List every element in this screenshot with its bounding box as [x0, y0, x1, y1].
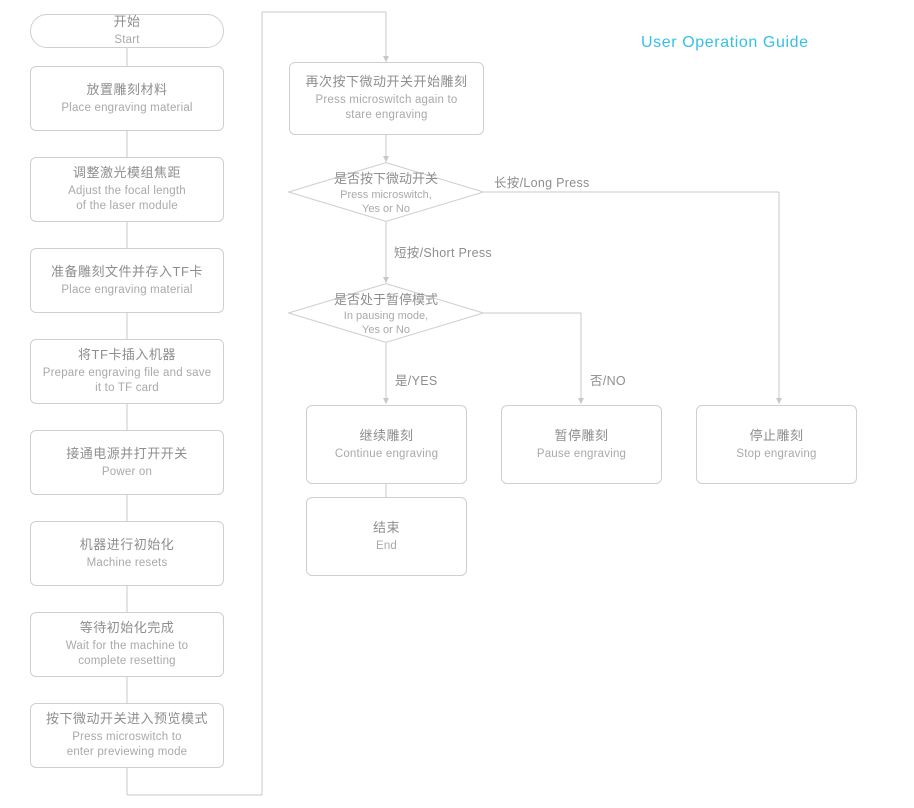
edge-label-short-press: 短按/Short Press — [394, 246, 492, 260]
node-label-en: End — [375, 539, 398, 552]
node-place-material[interactable]: 放置雕刻材料 Place engraving material — [30, 66, 224, 131]
node-label-en: Prepare engraving file and save it to TF… — [42, 366, 212, 395]
node-label-cn: 准备雕刻文件并存入TF卡 — [51, 263, 203, 279]
node-label-cn: 机器进行初始化 — [79, 536, 175, 552]
node-stop-engraving[interactable]: 停止雕刻 Stop engraving — [696, 405, 857, 484]
node-label-cn: 等待初始化完成 — [79, 620, 175, 636]
node-label-cn: 继续雕刻 — [359, 427, 414, 443]
node-label-en: Adjust the focal length of the laser mod… — [68, 184, 186, 213]
decision-label-en: Press microswitch, Yes or No — [340, 188, 432, 215]
node-label-cn: 放置雕刻材料 — [86, 81, 168, 97]
node-label-cn: 将TF卡插入机器 — [78, 347, 176, 363]
node-start-engraving[interactable]: 再次按下微动开关开始雕刻 Press microswitch again to … — [289, 62, 484, 135]
node-wait-reset-complete[interactable]: 等待初始化完成 Wait for the machine to complete… — [30, 612, 224, 677]
edge-label-no: 否/NO — [590, 374, 626, 388]
node-label-en: Continue engraving — [334, 447, 439, 460]
node-power-on[interactable]: 接通电源并打开开关 Power on — [30, 430, 224, 495]
node-label-en: Stop engraving — [736, 447, 817, 460]
node-enter-preview-mode[interactable]: 按下微动开关进入预览模式 Press microswitch to enter … — [30, 703, 224, 768]
node-end[interactable]: 结束 End — [306, 497, 467, 576]
node-label-en: Power on — [101, 465, 153, 478]
node-continue-engraving[interactable]: 继续雕刻 Continue engraving — [306, 405, 467, 484]
edge-label-yes: 是/YES — [395, 374, 438, 388]
node-label-cn: 按下微动开关进入预览模式 — [45, 711, 208, 727]
decision-label-en: In pausing mode, Yes or No — [343, 309, 429, 336]
decision-pausing-mode[interactable]: 是否处于暂停模式 In pausing mode, Yes or No — [288, 283, 484, 343]
node-label-en: Machine resets — [86, 556, 168, 569]
decision-label-cn: 是否处于暂停模式 — [333, 291, 438, 307]
node-label-en: Place engraving material — [61, 283, 193, 296]
node-start[interactable]: 开始 Start — [30, 14, 224, 48]
node-label-en: Start — [114, 34, 140, 47]
node-label-en: Press microswitch to enter previewing mo… — [66, 730, 188, 759]
node-label-en: Pause engraving — [536, 447, 627, 460]
decision-press-microswitch[interactable]: 是否按下微动开关 Press microswitch, Yes or No — [288, 162, 484, 222]
node-label-en: Place engraving material — [61, 101, 193, 114]
node-machine-resets[interactable]: 机器进行初始化 Machine resets — [30, 521, 224, 586]
decision-label-cn: 是否按下微动开关 — [333, 170, 438, 186]
node-label-cn: 调整激光模组焦距 — [72, 165, 181, 181]
node-label-en: Wait for the machine to complete resetti… — [65, 639, 189, 668]
node-label-cn: 接通电源并打开开关 — [66, 445, 188, 461]
node-label-cn: 暂停雕刻 — [554, 427, 609, 443]
edge-label-long-press: 长按/Long Press — [494, 176, 590, 190]
diamond-shape — [288, 283, 484, 343]
diamond-shape — [288, 162, 484, 222]
node-label-cn: 停止雕刻 — [749, 427, 804, 443]
node-label-cn: 结束 — [372, 519, 400, 535]
node-label-cn: 再次按下微动开关开始雕刻 — [305, 74, 468, 90]
node-adjust-focal-length[interactable]: 调整激光模组焦距 Adjust the focal length of the … — [30, 157, 224, 222]
node-pause-engraving[interactable]: 暂停雕刻 Pause engraving — [501, 405, 662, 484]
page-title: User Operation Guide — [641, 34, 809, 51]
node-label-cn: 开始 — [113, 14, 141, 30]
node-prepare-file[interactable]: 准备雕刻文件并存入TF卡 Place engraving material — [30, 248, 224, 313]
node-insert-tf-card[interactable]: 将TF卡插入机器 Prepare engraving file and save… — [30, 339, 224, 404]
node-label-en: Press microswitch again to stare engravi… — [315, 93, 458, 122]
